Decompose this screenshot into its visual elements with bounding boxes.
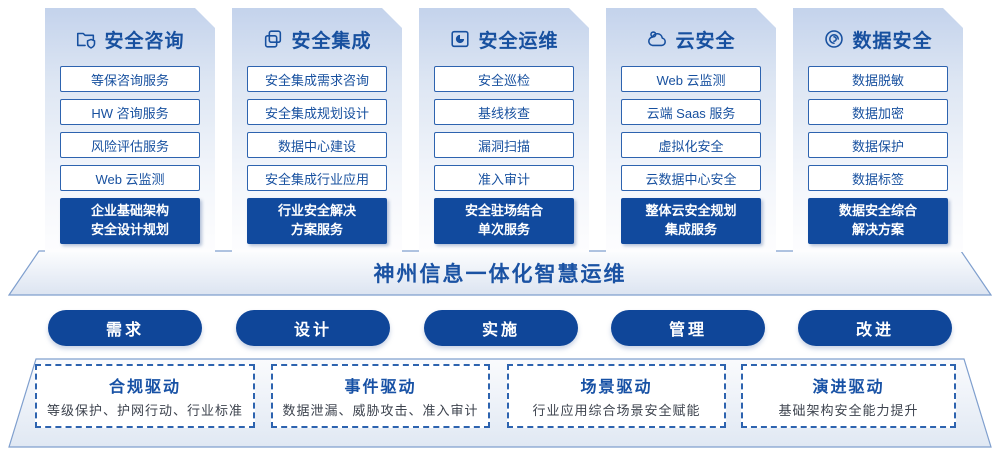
service-item: 数据加密 [808,99,948,125]
folder-shield-icon [75,28,97,50]
service-item: 数据脱敏 [808,66,948,92]
driver-desc: 基础架构安全能力提升 [778,403,919,418]
driver-box-incident: 事件驱动 数据泄漏、威胁攻击、准入审计 [271,364,490,428]
service-item: HW 咨询服务 [60,99,200,125]
highlight-service: 数据安全综合 解决方案 [808,198,948,244]
category-title: 安全运维 [478,30,559,52]
fingerprint-circle-icon [823,28,845,50]
banner-title: 神州信息一体化智慧运维 [373,263,627,286]
driver-desc: 数据泄漏、威胁攻击、准入审计 [282,403,479,418]
category-title: 安全咨询 [104,30,185,52]
highlight-service: 整体云安全规划 集成服务 [621,198,761,244]
service-item: 数据保护 [808,132,948,158]
category-title: 数据安全 [852,30,933,52]
service-item: Web 云监测 [60,165,200,191]
driver-box-evolution: 演进驱动 基础架构安全能力提升 [741,364,956,428]
highlight-service: 安全驻场结合 单次服务 [434,198,574,244]
service-item: 安全巡检 [434,66,574,92]
category-card-operations: 安全运维 安全巡检 基线核查 漏洞扫描 准入审计 安全驻场结合 单次服务 [419,8,589,252]
service-item: 云端 Saas 服务 [621,99,761,125]
service-list: 安全集成需求咨询 安全集成规划设计 数据中心建设 安全集成行业应用 [232,66,402,191]
category-header: 安全咨询 [45,26,215,52]
process-step-pill-improve: 改进 [798,310,952,346]
service-item: 数据标签 [808,165,948,191]
service-list: 数据脱敏 数据加密 数据保护 数据标签 [793,66,963,191]
driver-box-scenario: 场景驱动 行业应用综合场景安全赋能 [507,364,726,428]
cloud-sync-icon [646,28,668,50]
category-card-data: 数据安全 数据脱敏 数据加密 数据保护 数据标签 数据安全综合 解决方案 [793,8,963,252]
category-header: 云安全 [606,26,776,52]
process-step-pill-manage: 管理 [611,310,765,346]
highlight-service: 企业基础架构 安全设计规划 [60,198,200,244]
service-list: 等保咨询服务 HW 咨询服务 风险评估服务 Web 云监测 [45,66,215,191]
service-list: Web 云监测 云端 Saas 服务 虚拟化安全 云数据中心安全 [606,66,776,191]
service-item: 安全集成行业应用 [247,165,387,191]
process-step-pill-design: 设计 [236,310,390,346]
service-item: 等保咨询服务 [60,66,200,92]
service-list: 安全巡检 基线核查 漏洞扫描 准入审计 [419,66,589,191]
service-item: 安全集成需求咨询 [247,66,387,92]
category-card-cloud: 云安全 Web 云监测 云端 Saas 服务 虚拟化安全 云数据中心安全 整体云… [606,8,776,252]
category-title: 云安全 [675,30,736,52]
monitor-pie-icon [449,28,471,50]
service-item: 数据中心建设 [247,132,387,158]
driver-desc: 行业应用综合场景安全赋能 [532,403,701,418]
service-item: 风险评估服务 [60,132,200,158]
copy-docs-icon [262,28,284,50]
category-header: 安全运维 [419,26,589,52]
driver-title: 场景驱动 [580,379,653,396]
driver-box-compliance: 合规驱动 等级保护、护网行动、行业标准 [35,364,255,428]
service-item: 安全集成规划设计 [247,99,387,125]
category-title: 安全集成 [291,30,372,52]
category-card-consulting: 安全咨询 等保咨询服务 HW 咨询服务 风险评估服务 Web 云监测 企业基础架… [45,8,215,252]
driver-desc: 等级保护、护网行动、行业标准 [46,403,243,418]
service-item: Web 云监测 [621,66,761,92]
process-step-pill-implement: 实施 [424,310,578,346]
driver-title: 演进驱动 [812,379,885,396]
category-card-integration: 安全集成 安全集成需求咨询 安全集成规划设计 数据中心建设 安全集成行业应用 行… [232,8,402,252]
service-item: 云数据中心安全 [621,165,761,191]
service-item: 基线核查 [434,99,574,125]
service-item: 虚拟化安全 [621,132,761,158]
driver-title: 事件驱动 [344,379,417,396]
highlight-service: 行业安全解决 方案服务 [247,198,387,244]
process-step-pill-requirement: 需求 [48,310,202,346]
category-header: 数据安全 [793,26,963,52]
service-item: 漏洞扫描 [434,132,574,158]
driver-title: 合规驱动 [108,379,181,396]
category-header: 安全集成 [232,26,402,52]
service-item: 准入审计 [434,165,574,191]
